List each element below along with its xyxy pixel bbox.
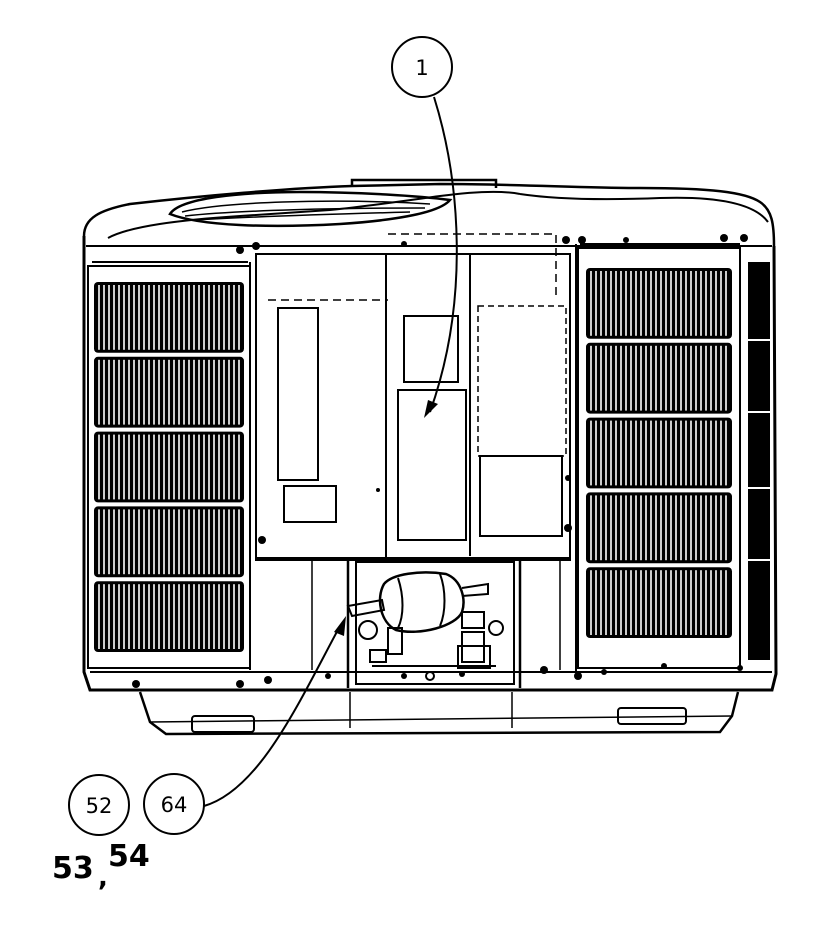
right-coil-cell (586, 268, 732, 339)
callout-1-label: 1 (415, 56, 428, 80)
handwritten-note-separator: , (98, 863, 108, 893)
callout-1: 1 (391, 36, 458, 418)
right-coil-cell (586, 567, 732, 638)
handwritten-note: 53 , 54 (52, 839, 150, 893)
right-coil-cell (586, 492, 732, 564)
compressor-compartment (132, 557, 743, 688)
left-coil-cell (94, 356, 244, 428)
callout-52-label: 52 (86, 794, 113, 818)
callout-52: 52 (68, 774, 130, 836)
left-coil-cell (94, 581, 244, 652)
handwritten-note-right: 54 (108, 839, 150, 874)
left-condenser-coil (87, 262, 251, 670)
right-coil-cell (586, 417, 732, 489)
left-coil-cell (94, 506, 244, 578)
left-coil-cell (94, 282, 244, 353)
left-coil-cell (94, 431, 244, 503)
unit-base (138, 691, 740, 736)
right-condenser-coil (575, 244, 770, 672)
callout-64-label: 64 (161, 793, 188, 817)
right-coil-cell (586, 342, 732, 414)
center-access-panels (236, 233, 748, 561)
callout-64: 64 (143, 616, 346, 835)
handwritten-note-left: 53 (52, 851, 94, 886)
unit-top-cover (82, 178, 776, 247)
